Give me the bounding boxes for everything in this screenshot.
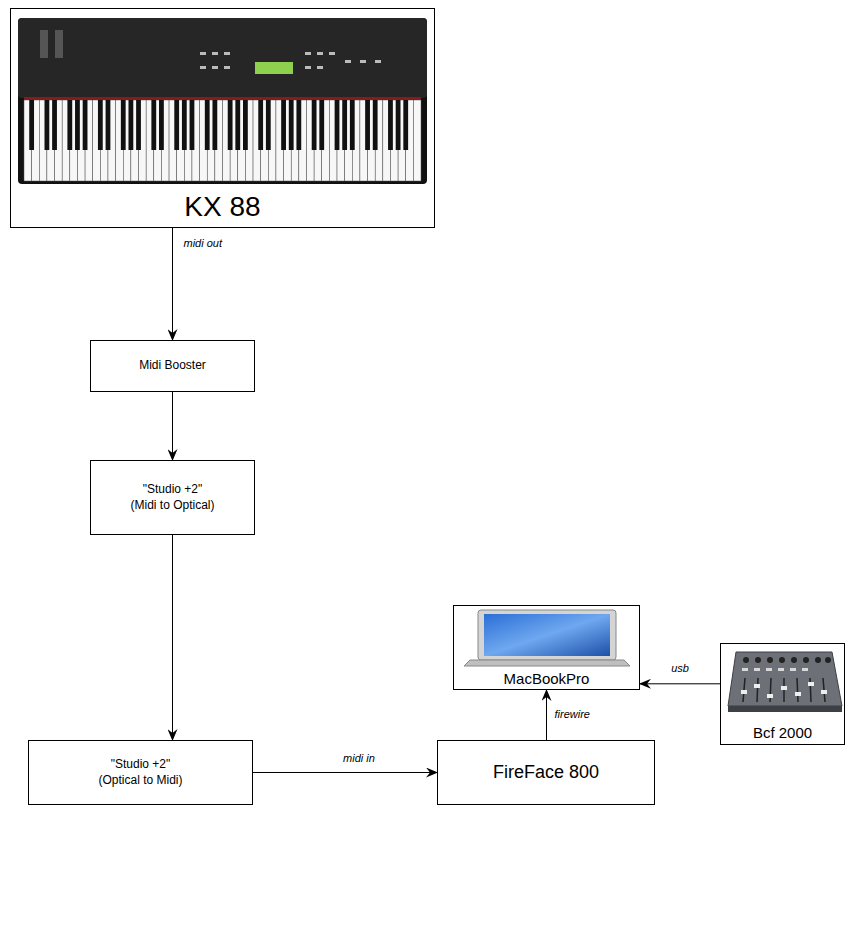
signal-arrow <box>546 690 547 740</box>
device-box: MacBookPro <box>453 605 640 690</box>
signal-arrow <box>253 772 437 773</box>
device-label: "Studio +2" <box>111 757 171 773</box>
device-box: KX 88 <box>10 8 435 228</box>
connection-label: usb <box>670 662 690 675</box>
device-box: Midi Booster <box>90 340 255 392</box>
connection-label: midi out <box>183 237 224 250</box>
device-label: Midi Booster <box>139 358 206 374</box>
device-label: MacBookPro <box>504 669 590 689</box>
device-box: "Studio +2"(Midi to Optical) <box>90 460 255 535</box>
device-box: FireFace 800 <box>437 740 655 805</box>
device-label: "Studio +2" <box>143 482 203 498</box>
controller-picture <box>728 652 842 712</box>
signal-arrow <box>172 535 173 740</box>
device-label: Bcf 2000 <box>753 723 812 743</box>
device-box: "Studio +2"(Optical to Midi) <box>28 740 253 805</box>
signal-arrow <box>172 228 173 340</box>
signal-arrow <box>640 683 720 684</box>
laptop-picture <box>464 610 630 666</box>
connection-label: midi in <box>342 752 376 765</box>
device-label: (Optical to Midi) <box>98 773 182 789</box>
device-label: FireFace 800 <box>493 761 599 784</box>
device-label: KX 88 <box>184 189 260 225</box>
signal-arrow <box>172 392 173 460</box>
connection-label: firewire <box>554 708 591 721</box>
device-label: (Midi to Optical) <box>130 498 214 514</box>
device-box: Bcf 2000 <box>720 643 845 745</box>
keyboard-picture <box>18 18 427 184</box>
